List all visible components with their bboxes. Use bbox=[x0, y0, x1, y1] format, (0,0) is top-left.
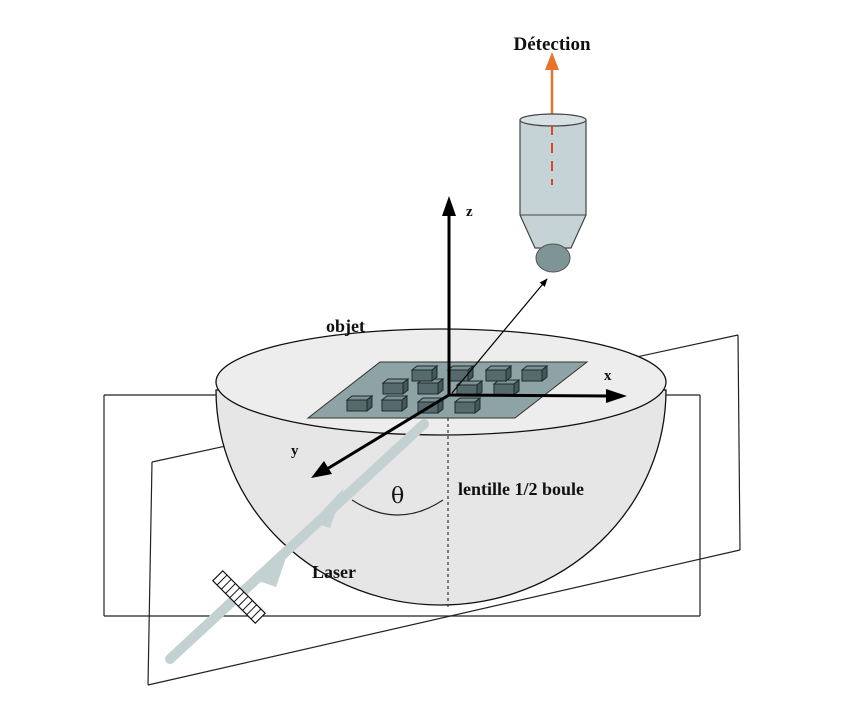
object-cube bbox=[410, 364, 439, 383]
y-axis bbox=[311, 393, 450, 478]
theta-arc bbox=[351, 499, 444, 516]
sample-objects bbox=[345, 364, 549, 415]
x-axis bbox=[448, 389, 627, 403]
y-axis-label: y bbox=[291, 443, 299, 459]
z-axis bbox=[442, 196, 456, 395]
object-cube bbox=[381, 377, 410, 396]
object-cube bbox=[492, 378, 521, 397]
x-axis-label: x bbox=[604, 368, 612, 384]
object-cube bbox=[484, 364, 513, 383]
polarizer-filter bbox=[211, 569, 267, 625]
detection-label: Détection bbox=[513, 34, 590, 55]
z-axis-label: z bbox=[466, 204, 473, 220]
object-cube bbox=[380, 394, 409, 413]
object-label: objet bbox=[326, 316, 365, 336]
object-cube bbox=[446, 364, 475, 383]
object-cube bbox=[453, 396, 482, 415]
lens-label: lentille 1/2 boule bbox=[458, 479, 584, 499]
emission-ray bbox=[451, 278, 548, 394]
vertical-plane bbox=[103, 394, 701, 617]
theta-label: θ bbox=[391, 484, 404, 509]
laser-label: Laser bbox=[312, 562, 356, 582]
object-cube bbox=[345, 394, 374, 413]
object-cube bbox=[520, 364, 549, 383]
laser-beam bbox=[165, 419, 429, 664]
microscope-objective bbox=[519, 113, 587, 273]
